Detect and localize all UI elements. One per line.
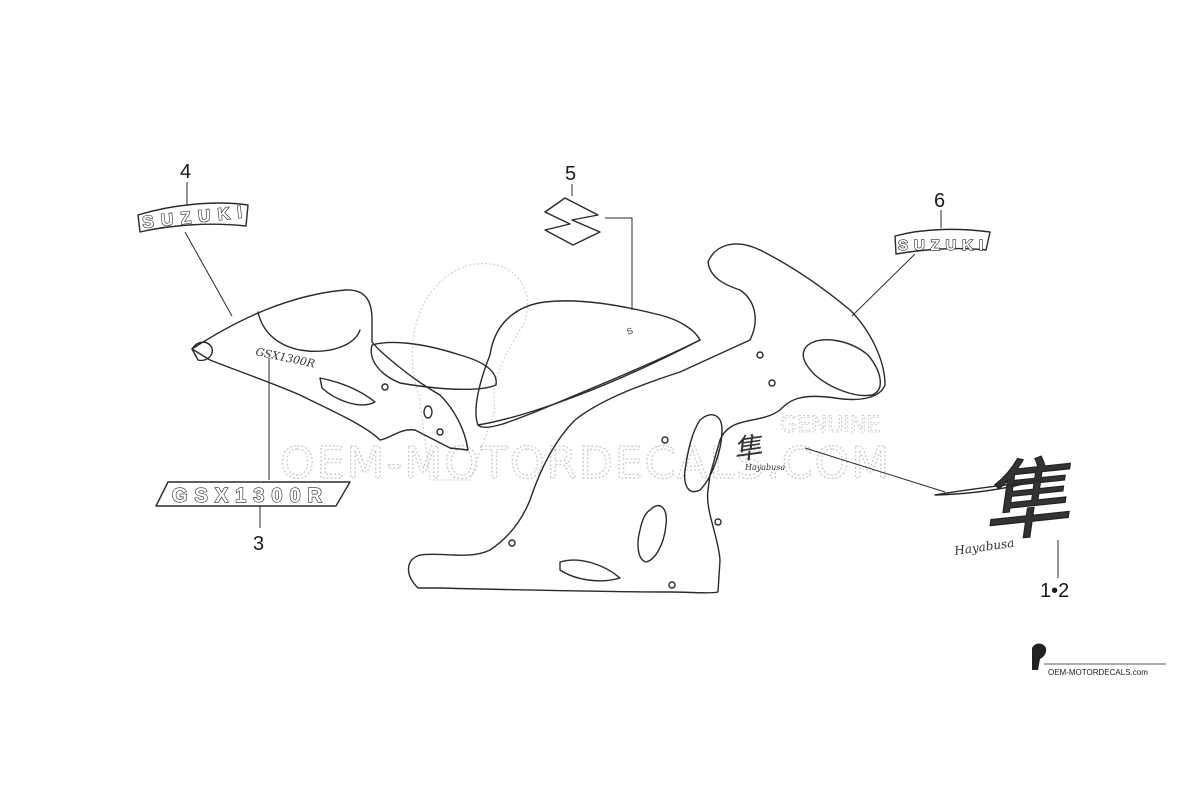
leader-6	[851, 253, 916, 317]
fairing-kanji-decal-icon: 隼	[731, 430, 766, 467]
seat-s-logo-icon: S	[625, 325, 634, 336]
part-1-2-hayabusa-decal: 隼 Hayabusa 1•2	[804, 446, 1080, 602]
passenger-seat	[370, 341, 497, 391]
part-3-gsx-decal: GSX1300R 3	[155, 358, 351, 555]
watermark-genuine-text: GENUINE	[780, 413, 880, 438]
footer-logo-text: OEM-MOTORDECALS.com	[1048, 668, 1148, 677]
rear-seat-cowl: GSX1300R	[191, 289, 469, 451]
hayabusa-script-text: Hayabusa	[952, 536, 1015, 558]
tail-gsx-decal: GSX1300R	[254, 345, 316, 370]
leader-5	[605, 217, 633, 310]
callout-5: 5	[565, 163, 576, 185]
callout-1-2: 1•2	[1040, 580, 1069, 602]
footer-logo: OEM-MOTORDECALS.com	[1032, 643, 1166, 677]
callout-4: 4	[180, 161, 191, 183]
main-fairing: 隼 Hayabusa	[407, 243, 886, 594]
part-6-suzuki-decal: SUZUKI 6	[851, 190, 991, 317]
hayabusa-kanji-icon: 隼	[977, 447, 1080, 556]
leader-1-2-fairing	[804, 447, 946, 493]
part-4-suzuki-decal: SUZUKI 4	[137, 161, 249, 317]
watermark: OEM-MOTORDECALS.COM GENUINE	[279, 263, 891, 490]
callout-6: 6	[934, 190, 945, 212]
leader-4	[184, 231, 233, 317]
footer-helmet-icon	[1032, 643, 1047, 670]
callout-3: 3	[253, 533, 264, 555]
part-5-s-emblem: 5	[544, 163, 633, 310]
fairing-hayabusa-decal: Hayabusa	[744, 463, 785, 472]
watermark-text: OEM-MOTORDECALS.COM	[280, 438, 891, 489]
rider-seat: S	[475, 300, 701, 429]
